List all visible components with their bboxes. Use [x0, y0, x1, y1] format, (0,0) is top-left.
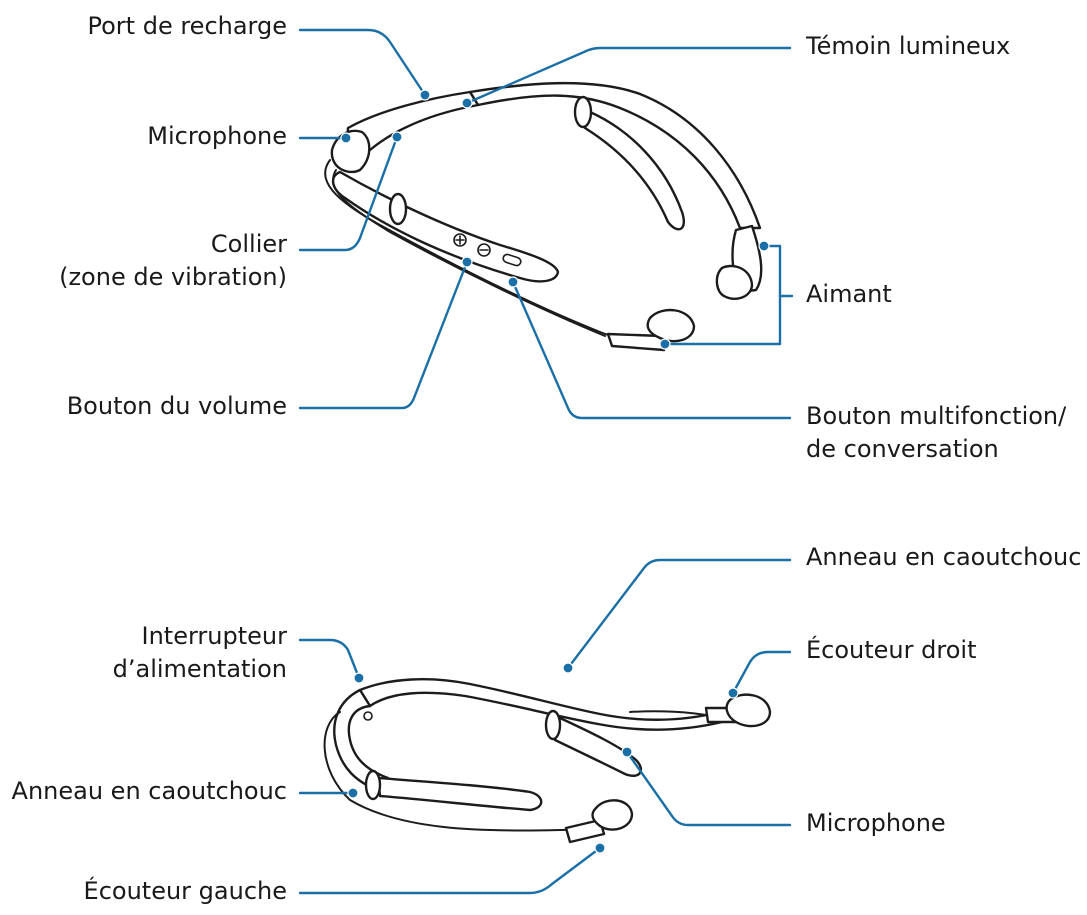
rubber-ring-top-right: [573, 95, 593, 129]
bottom-left-earbud: [591, 799, 634, 831]
leader-right-earbud: [731, 650, 792, 695]
volume-plus-glyph: [453, 233, 467, 247]
leader-volume-button: [298, 260, 469, 410]
rubber-ring-top-left: [388, 192, 408, 226]
left-earbud-shape: [646, 308, 696, 343]
bottom-left-magnet: [564, 818, 606, 844]
right-earbud-shape: [715, 264, 754, 300]
label-rubber-ring-left: Anneau en caoutchouc: [11, 777, 287, 805]
leader-multifunction-button: [511, 280, 792, 420]
label-indicator-light: Témoin lumineux: [806, 32, 1011, 60]
leader-left-earbud: [298, 846, 602, 895]
label-magnet: Aimant: [806, 280, 892, 308]
label-volume-button: Bouton du volume: [66, 392, 287, 420]
label-right-earbud: Écouteur droit: [806, 636, 977, 664]
power-switch-glyph: [363, 711, 373, 721]
headset-bottom-view-illustration: [323, 678, 772, 844]
label-microphone-top: Microphone: [147, 122, 287, 150]
leader-microphone-bottom: [625, 750, 792, 827]
rubber-ring-bottom-right: [544, 709, 562, 741]
label-left-earbud: Écouteur gauche: [83, 877, 287, 905]
multifunction-button-shape: [502, 253, 522, 267]
label-multifunction-button: Bouton multifonction/ de conversation: [806, 402, 1067, 463]
volume-minus-glyph: [477, 243, 491, 257]
label-rubber-ring-right: Anneau en caoutchouc: [806, 543, 1082, 571]
bottom-neckband-curve: [333, 688, 390, 792]
bottom-band-lower: [376, 776, 543, 812]
leader-charging-port: [298, 28, 427, 97]
headset-top-view-illustration: [324, 81, 763, 352]
leader-rubber-ring-right: [566, 558, 792, 670]
label-neckband: Collier (zone de vibration): [59, 230, 287, 291]
left-magnet-housing: [606, 332, 666, 352]
bottom-band-right-arm: [553, 716, 643, 777]
bottom-right-earbud: [725, 693, 772, 728]
bottom-right-cable: [629, 710, 713, 717]
label-microphone-bottom: Microphone: [806, 809, 946, 837]
leader-neckband: [298, 135, 399, 252]
label-power-switch: Interrupteur d’alimentation: [112, 622, 287, 683]
leader-power-switch: [298, 638, 361, 680]
right-band-outer: [468, 81, 762, 230]
rubber-ring-bottom-left: [364, 769, 382, 801]
label-charging-port: Port de recharge: [87, 12, 288, 40]
right-band-arm: [583, 110, 685, 231]
left-band-arm: [331, 170, 560, 283]
bottom-band-upper: [358, 678, 724, 731]
leader-indicator-light: [465, 46, 792, 105]
